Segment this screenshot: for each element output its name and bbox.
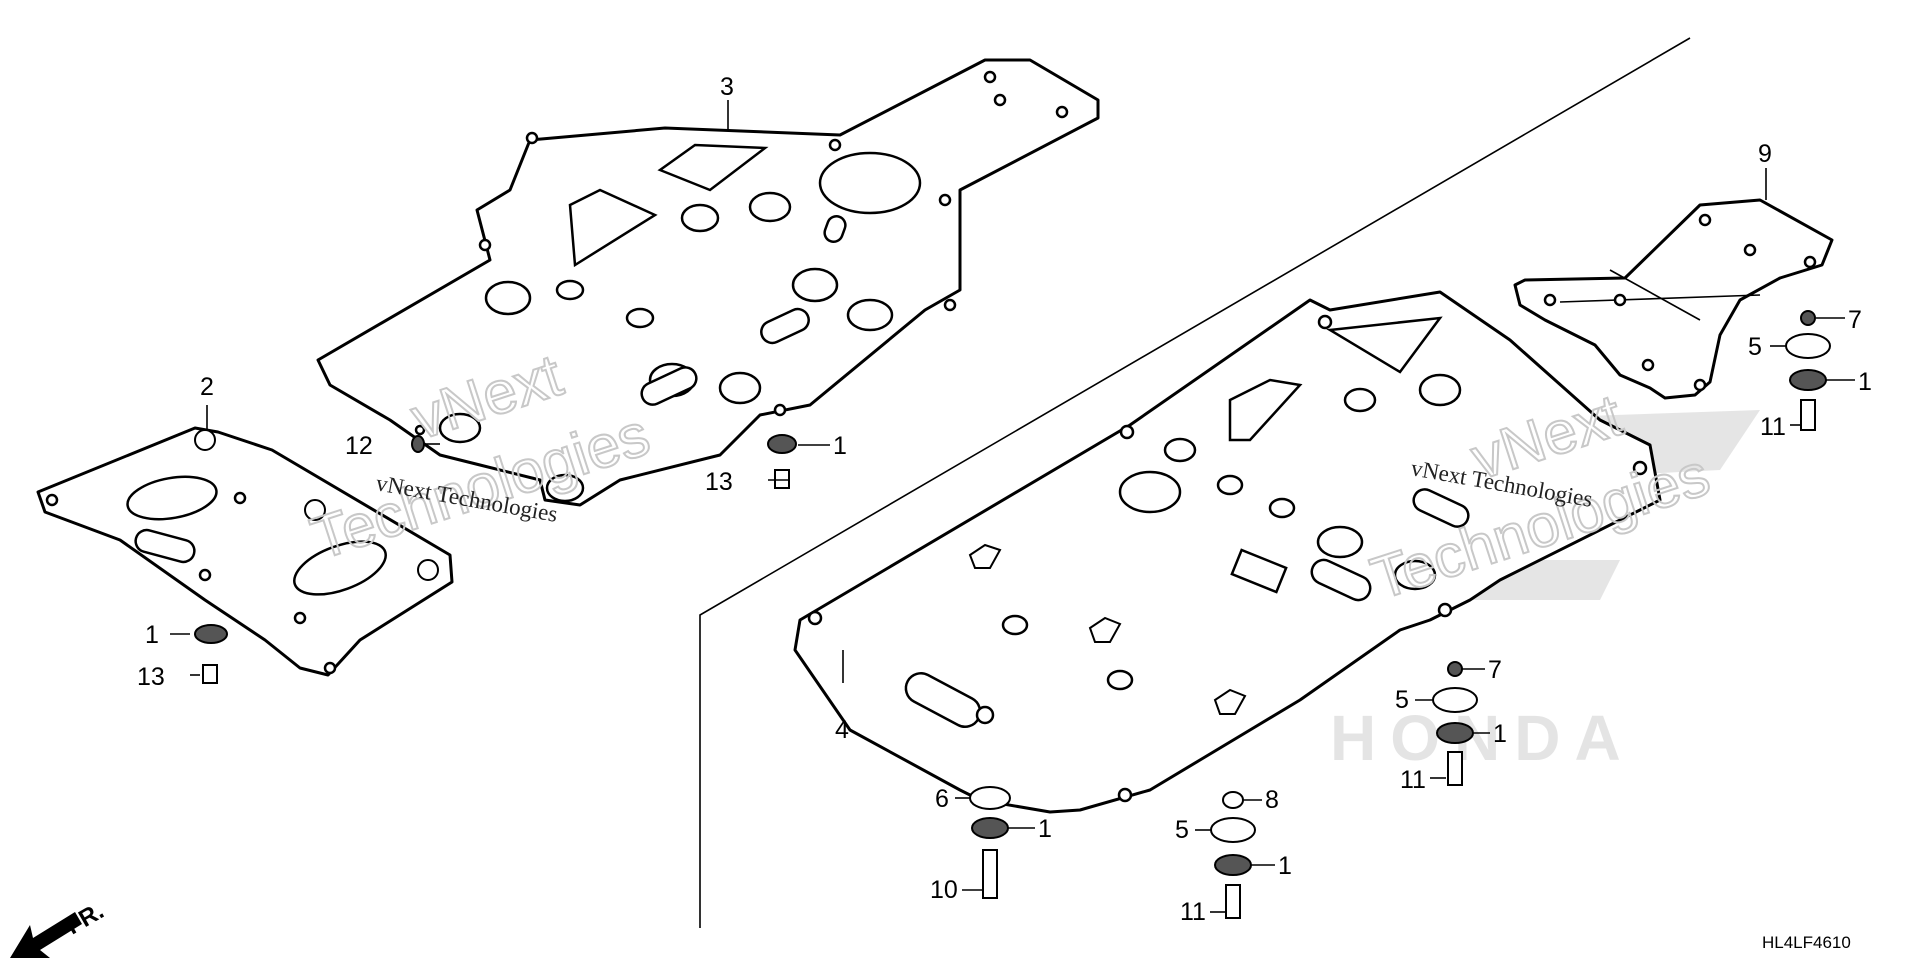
section-divider-line [699, 37, 1691, 928]
fastener-stack-lower-left [969, 786, 1011, 899]
callout-10: 10 [930, 876, 958, 904]
callout-6: 6 [935, 785, 949, 813]
callout-labels: 3 2 9 4 1 13 12 1 13 7 5 1 11 7 5 1 11 6… [137, 73, 1872, 926]
callout-5-upper: 5 [1748, 333, 1762, 361]
callout-4: 4 [835, 716, 849, 744]
callout-9: 9 [1758, 140, 1772, 168]
part-9-bracket [1513, 198, 1834, 400]
part-4-floor-plate [793, 290, 1662, 814]
callout-11-upper: 11 [1760, 413, 1786, 441]
callout-11-lower: 11 [1180, 898, 1206, 926]
fastener-stack-part3 [411, 434, 797, 489]
part-2-plate [36, 426, 454, 677]
callout-7-upper: 7 [1848, 306, 1862, 334]
callout-1-middle: 1 [1493, 720, 1507, 748]
part-3-floor-plate [316, 58, 1100, 507]
callout-1-part3: 1 [833, 432, 847, 460]
front-direction-arrow: FR. [10, 897, 108, 958]
front-direction-label: FR. [62, 897, 109, 940]
callout-8: 8 [1265, 786, 1279, 814]
callout-7-middle: 7 [1488, 656, 1502, 684]
callout-11-middle: 11 [1400, 766, 1426, 794]
callout-1-lower-left: 1 [1038, 815, 1052, 843]
callout-3: 3 [720, 73, 734, 101]
honda-brand-watermark: HONDA [1330, 702, 1635, 774]
callout-2: 2 [200, 373, 214, 401]
callout-1-part2: 1 [145, 621, 159, 649]
callout-5-lower: 5 [1175, 816, 1189, 844]
fastener-stack-part9 [1785, 310, 1831, 431]
callout-13-part3: 13 [705, 468, 733, 496]
callout-13-part2: 13 [137, 663, 165, 691]
callout-1-lower: 1 [1278, 852, 1292, 880]
callout-12: 12 [345, 432, 373, 460]
fastener-stack-part2 [194, 624, 228, 684]
callout-1-upper: 1 [1858, 368, 1872, 396]
leader-lines [170, 100, 1855, 913]
callout-5-middle: 5 [1395, 686, 1409, 714]
fastener-stack-lower-middle [1210, 791, 1256, 919]
diagram-code: HL4LF4610 [1762, 933, 1851, 952]
